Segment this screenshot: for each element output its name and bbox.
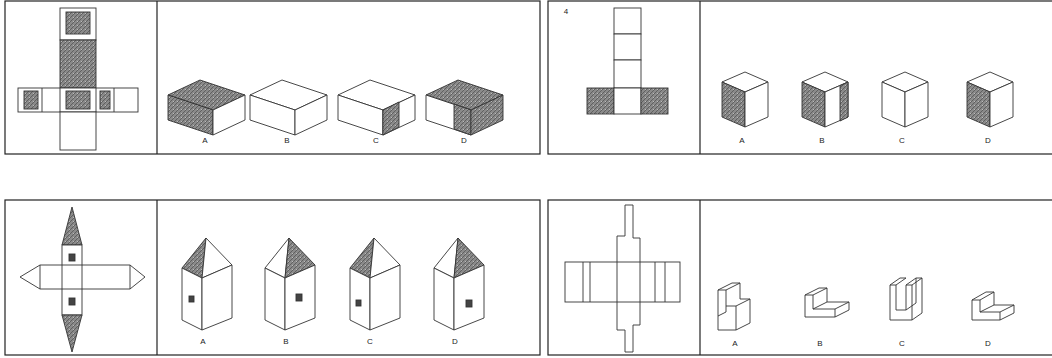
option-letter: B [817,340,822,348]
question-number: 4 [564,8,568,16]
option-letter: D [985,137,991,145]
option-letter: C [367,338,373,346]
option-letter: C [899,340,905,348]
option-letter: A [200,338,205,346]
option-letter: D [985,340,991,348]
option-letter: A [739,137,744,145]
option-letter: D [461,137,467,145]
option-letter: C [899,137,905,145]
option-letter: D [452,338,458,346]
option-letter: C [373,137,379,145]
option-letter: A [202,137,207,145]
option-letter: B [284,137,289,145]
option-letter: B [283,338,288,346]
option-letter: A [732,340,737,348]
option-letter: B [819,137,824,145]
